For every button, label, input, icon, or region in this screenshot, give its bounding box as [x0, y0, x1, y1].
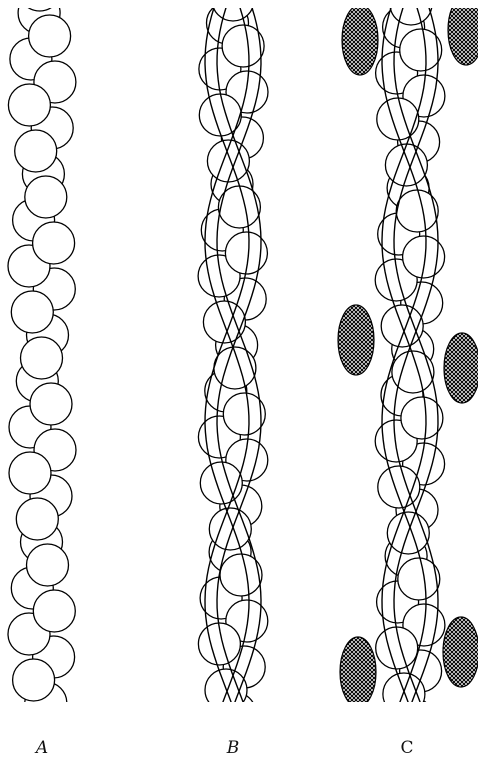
panel-c-filament-with-troponin: [338, 0, 478, 738]
troponin-complex: [340, 637, 376, 707]
actin-monomer: [15, 130, 57, 172]
troponin-complex: [444, 333, 478, 403]
actin-monomer: [33, 222, 75, 264]
actin-monomer: [11, 291, 53, 333]
actin-monomer: [25, 176, 67, 218]
troponin-complex: [443, 617, 478, 687]
actin-monomer: [13, 659, 55, 701]
actin-monomer: [16, 498, 58, 540]
actin-monomer: [21, 337, 63, 379]
panel-a-actin-filament: [8, 0, 76, 724]
panel-b-filament-with-tropomyosin: [198, 0, 268, 734]
troponin-complex: [448, 0, 478, 65]
actin-monomer: [33, 590, 75, 632]
actin-monomer: [27, 544, 69, 586]
panel-label-c: C: [400, 738, 413, 758]
troponin-complex: [338, 305, 374, 375]
troponin-complex: [342, 5, 378, 75]
panel-label-b: B: [226, 738, 240, 758]
panel-label-a: A: [34, 738, 48, 758]
actin-monomer: [29, 15, 71, 57]
actin-monomer: [9, 452, 51, 494]
actin-monomer: [383, 673, 425, 715]
actin-monomer: [30, 383, 72, 425]
actin-monomer: [390, 696, 432, 738]
actin-monomer: [8, 84, 50, 126]
